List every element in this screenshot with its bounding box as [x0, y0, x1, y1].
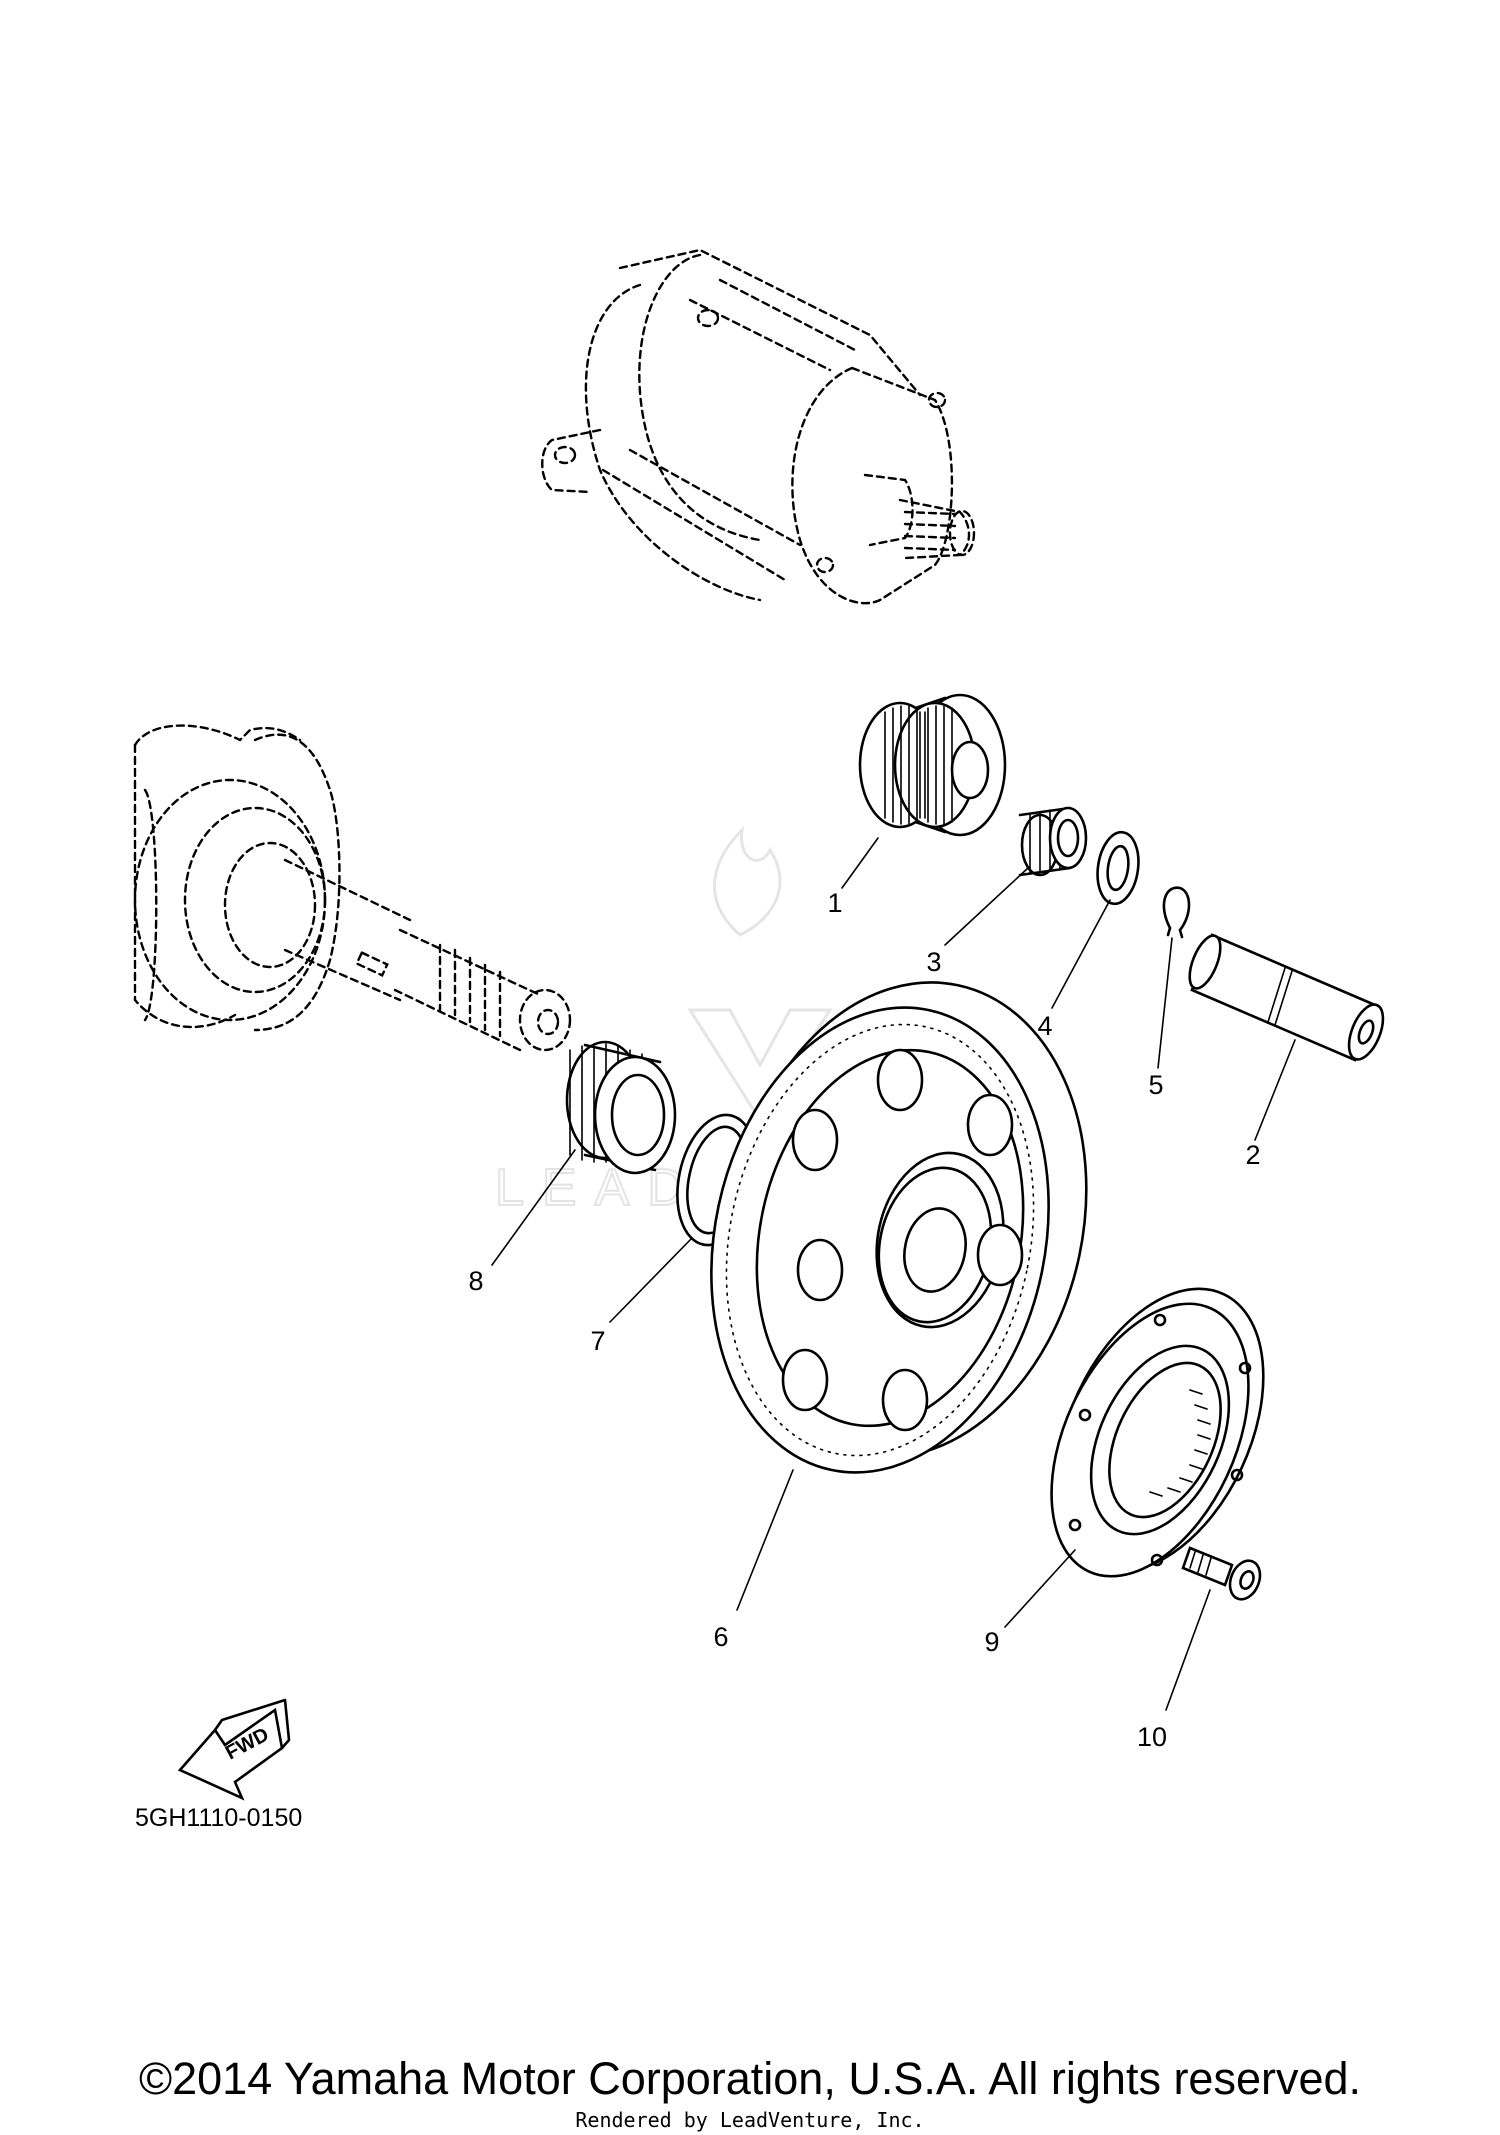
crankshaft: [133, 724, 572, 1052]
leader-1: [841, 837, 879, 889]
leader-3: [944, 867, 1029, 946]
part-4-washer: [1096, 830, 1140, 906]
leader-5: [1157, 937, 1173, 1069]
leader-9: [1004, 1549, 1076, 1628]
callout-3: 3: [926, 947, 941, 977]
part-9-one-way-clutch: [1050, 1287, 1265, 1578]
part-2-shaft: [1188, 933, 1385, 1062]
copyright-text: ©2014 Yamaha Motor Corporation, U.S.A. A…: [138, 2053, 1362, 2104]
leader-6: [736, 1469, 794, 1611]
callout-7: 7: [590, 1326, 605, 1356]
part-1-idle-gear: [858, 693, 1007, 837]
callout-1: 1: [827, 888, 842, 918]
part-3-bearing: [1018, 806, 1088, 877]
callout-6: 6: [713, 1622, 728, 1652]
leader-7: [609, 1237, 693, 1323]
diagram-code: 5GH1110-0150: [135, 1804, 302, 1832]
leader-8: [491, 1149, 576, 1266]
leader-4: [1051, 899, 1111, 1009]
leader-lines: [491, 837, 1296, 1711]
part-6-wheel-gear: [710, 981, 1088, 1474]
starter-motor: [541, 248, 976, 605]
callout-5: 5: [1148, 1070, 1163, 1100]
callout-9: 9: [984, 1627, 999, 1657]
callout-4: 4: [1037, 1011, 1052, 1041]
callout-2: 2: [1245, 1140, 1260, 1170]
rendered-by-text: Rendered by LeadVenture, Inc.: [575, 2108, 925, 2132]
leader-2: [1254, 1039, 1296, 1141]
fwd-arrow-icon: FWD: [177, 1698, 291, 1801]
part-10-bolt: [1181, 1546, 1262, 1601]
callout-10: 10: [1137, 1722, 1167, 1752]
callout-8: 8: [468, 1266, 483, 1296]
part-5-circlip: [1162, 886, 1191, 939]
leader-10: [1165, 1589, 1211, 1711]
callouts: 1 2 3 4 5 6 7 8 9 10: [468, 888, 1260, 1752]
part-8-bearing: [565, 1040, 677, 1175]
